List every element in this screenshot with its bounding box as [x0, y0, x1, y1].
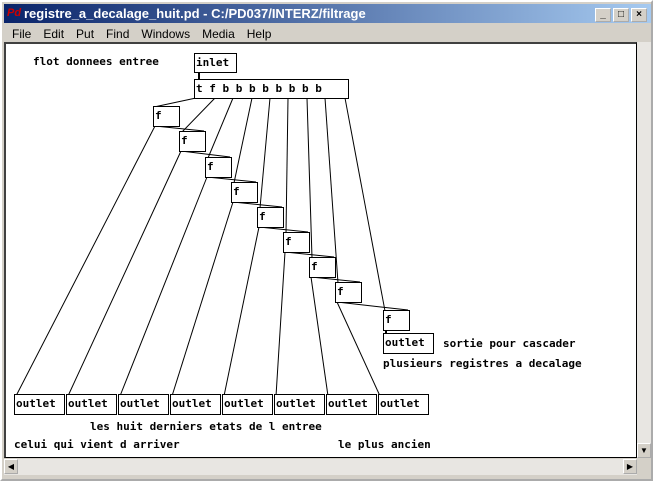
- close-button[interactable]: ×: [631, 8, 647, 22]
- float-object-5[interactable]: f: [257, 207, 284, 228]
- comment-states: les huit derniers etats de l entree: [90, 420, 322, 433]
- outlet-object-3[interactable]: outlet: [118, 394, 169, 415]
- float-object-4[interactable]: f: [231, 182, 258, 203]
- float-object-7[interactable]: f: [309, 257, 336, 278]
- comment-input: flot donnees entree: [33, 55, 159, 68]
- scroll-left-arrow-icon[interactable]: ◀: [4, 459, 18, 474]
- outlet-object-6[interactable]: outlet: [274, 394, 325, 415]
- menu-file[interactable]: File: [12, 27, 32, 41]
- scroll-right-arrow-icon[interactable]: ▶: [623, 459, 637, 474]
- maximize-button[interactable]: □: [613, 8, 629, 22]
- menu-put[interactable]: Put: [76, 27, 95, 41]
- outlet-object-7[interactable]: outlet: [326, 394, 377, 415]
- comment-cascade-2: plusieurs registres a decalage: [383, 357, 582, 370]
- outlet-object-1[interactable]: outlet: [14, 394, 65, 415]
- comment-oldest: le plus ancien: [338, 438, 431, 451]
- menu-windows[interactable]: Windows: [141, 27, 191, 41]
- menu-media[interactable]: Media: [202, 27, 235, 41]
- menu-edit[interactable]: Edit: [43, 27, 65, 41]
- float-object-8[interactable]: f: [335, 282, 362, 303]
- float-object-1[interactable]: f: [153, 106, 180, 127]
- minimize-button[interactable]: _: [595, 8, 611, 22]
- float-object-2[interactable]: f: [179, 131, 206, 152]
- patch-canvas[interactable]: flot donnees entree inlet t f b b b b b …: [4, 42, 637, 458]
- outlet-object-5[interactable]: outlet: [222, 394, 273, 415]
- float-object-6[interactable]: f: [283, 232, 310, 253]
- float-object-9[interactable]: f: [383, 310, 410, 331]
- pd-logo-icon: Pd: [7, 7, 22, 19]
- menu-bar: File Edit Put Find Windows Media Help: [6, 25, 277, 43]
- outlet-object-2[interactable]: outlet: [66, 394, 117, 415]
- window-title: registre_a_decalage_huit.pd - C:/PD037/I…: [24, 6, 366, 21]
- menu-help[interactable]: Help: [246, 27, 272, 41]
- comment-cascade-1: sortie pour cascader: [443, 337, 576, 350]
- comment-newest: celui qui vient d arriver: [14, 438, 180, 451]
- inlet-object[interactable]: inlet: [194, 53, 237, 73]
- trigger-object[interactable]: t f b b b b b b b b: [194, 79, 349, 99]
- float-object-3[interactable]: f: [205, 157, 232, 178]
- outlet-object-4[interactable]: outlet: [170, 394, 221, 415]
- menu-find[interactable]: Find: [106, 27, 130, 41]
- scroll-down-arrow-icon[interactable]: ▼: [637, 443, 651, 458]
- title-bar: Pd registre_a_decalage_huit.pd - C:/PD03…: [4, 4, 651, 23]
- vertical-scrollbar[interactable]: ▼: [637, 42, 651, 458]
- horizontal-scrollbar[interactable]: ◀ ▶: [4, 459, 637, 475]
- outlet-object-8[interactable]: outlet: [378, 394, 429, 415]
- patch-cords: [15, 73, 409, 397]
- cascade-outlet-object[interactable]: outlet: [383, 333, 434, 354]
